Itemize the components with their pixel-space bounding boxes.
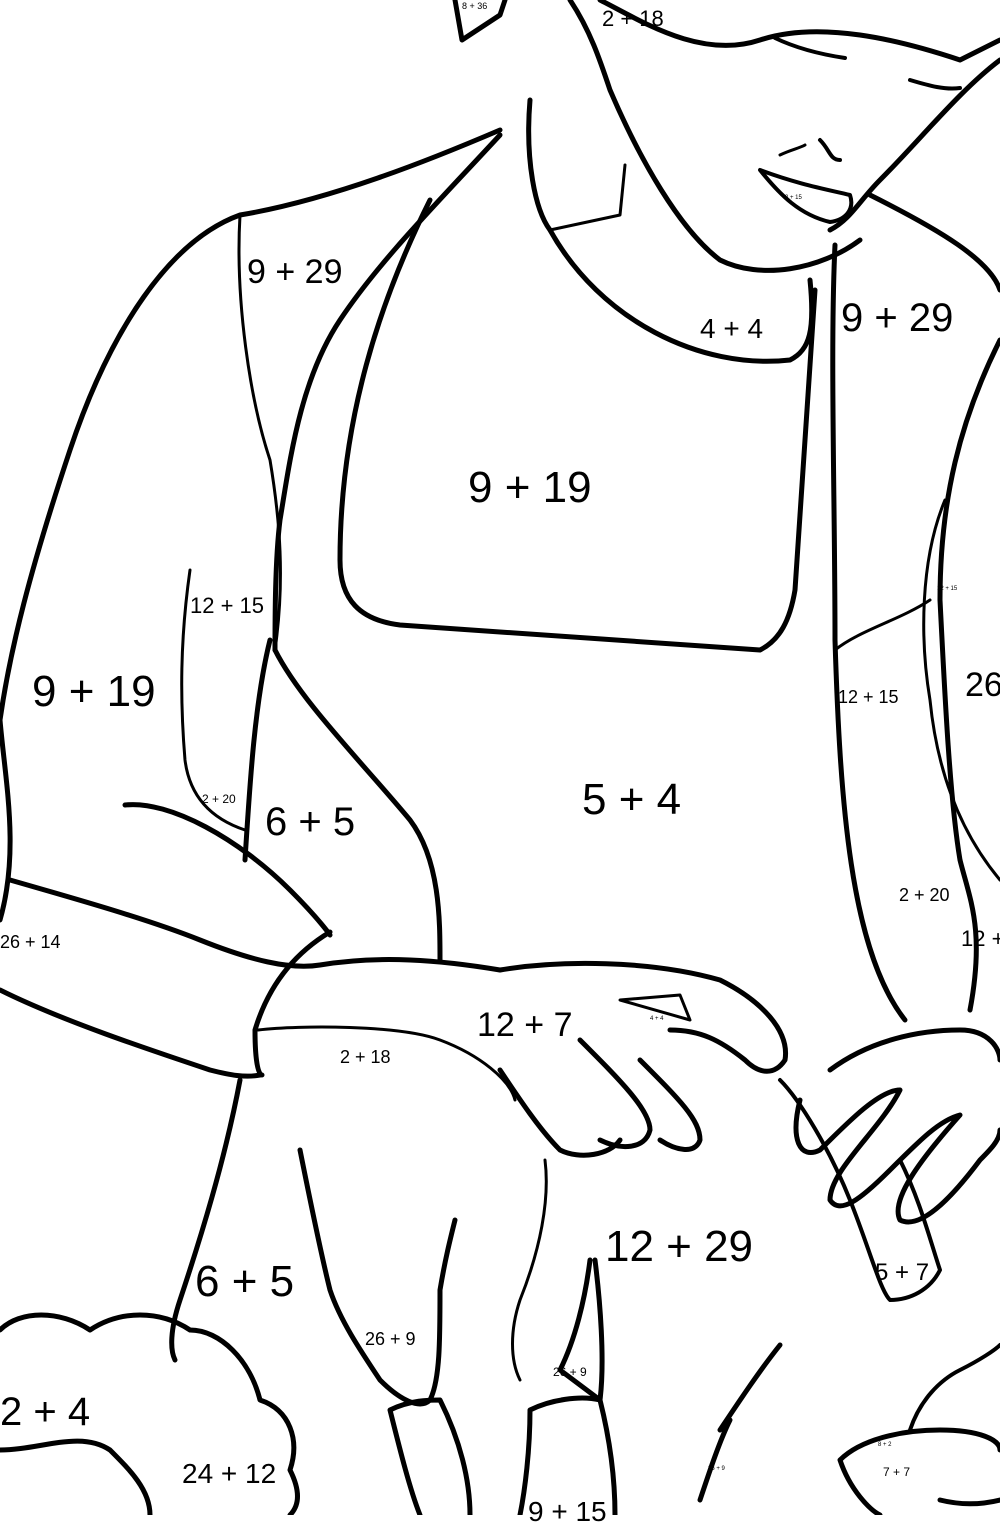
face-right-contour xyxy=(827,57,1000,233)
right-arm xyxy=(937,337,1000,1013)
label-stalk: 26 + 9 xyxy=(708,1466,725,1472)
left-strap-lower xyxy=(242,637,273,863)
right-fingers xyxy=(793,1087,1000,1225)
label-lips: 3 + 15 xyxy=(785,195,802,201)
label-left-upper-arm: 9 + 19 xyxy=(32,667,156,716)
carrot-left xyxy=(387,1397,473,1515)
apron-bottom-left xyxy=(169,1077,243,1363)
nose xyxy=(818,138,842,162)
label-apron-lower: 12 + 29 xyxy=(605,1222,754,1271)
label-ear-side: 2 + 18 xyxy=(602,6,664,31)
label-hand: 12 + 7 xyxy=(477,1006,573,1044)
carrot-leaf-left xyxy=(297,1147,458,1407)
label-fingers: 5 + 7 xyxy=(875,1259,930,1286)
left-forearm-lower xyxy=(0,987,263,1079)
label-carrot-leaf-mid: 26 + 9 xyxy=(553,1365,587,1379)
label-ear-top: 8 + 36 xyxy=(462,1,488,11)
eye-right xyxy=(908,78,962,91)
carrot-held xyxy=(778,1078,942,1302)
label-left-shoulder: 9 + 29 xyxy=(247,253,343,291)
ear-outline xyxy=(452,0,508,43)
label-bowl-small: 8 + 2 xyxy=(878,1442,892,1448)
label-apron-body: 5 + 4 xyxy=(582,775,682,824)
left-arm-band xyxy=(180,568,247,832)
broccoli xyxy=(0,1312,300,1515)
finger-2 xyxy=(637,1057,703,1152)
apron-right-strap xyxy=(830,242,908,1023)
mouth xyxy=(758,168,854,224)
label-carrot-bottom: 9 + 15 xyxy=(528,1496,607,1527)
left-shoulder-seam xyxy=(237,213,282,652)
label-right-arm-band: 12 + 15 xyxy=(838,687,899,707)
bowl-greens xyxy=(908,1343,1000,1432)
label-left-arm-band: 12 + 15 xyxy=(190,593,265,618)
left-shoulder xyxy=(0,127,503,723)
label-right-shoulder: 9 + 29 xyxy=(841,296,954,340)
label-right-edge: 12 + xyxy=(961,926,1000,951)
label-neck: 4 + 4 xyxy=(700,313,764,344)
apron-side xyxy=(272,647,443,963)
apron-bottom-seam xyxy=(511,1158,548,1382)
label-right-arm-small: 12 + 15 xyxy=(937,586,958,592)
carrot-leaf-mid xyxy=(557,1257,605,1403)
label-bowl: 7 + 7 xyxy=(883,1465,911,1479)
right-shoulder xyxy=(867,192,1000,293)
elbow xyxy=(122,802,333,938)
label-carrot-leaf-left: 26 + 9 xyxy=(365,1329,416,1349)
label-left-strap: 2 + 20 xyxy=(202,792,236,806)
label-apron-left-lower: 6 + 5 xyxy=(195,1257,295,1306)
neck-inner xyxy=(548,163,627,232)
label-apron-bib: 9 + 19 xyxy=(468,463,592,512)
left-upper-arm xyxy=(0,717,13,923)
stalk xyxy=(697,1342,783,1503)
nose-line xyxy=(778,143,807,157)
label-cuff: 2 + 18 xyxy=(340,1047,391,1067)
hair-outline xyxy=(567,0,863,273)
neck-outline xyxy=(526,97,815,364)
label-broccoli: 24 + 12 xyxy=(182,1458,277,1489)
eye-left xyxy=(773,36,847,60)
hand xyxy=(497,960,789,1074)
finger-1 xyxy=(577,1037,653,1150)
label-right-lower: 2 + 20 xyxy=(899,885,950,905)
left-strap-outer xyxy=(272,132,503,653)
right-hand xyxy=(827,1027,1000,1073)
apron-bib xyxy=(337,197,818,653)
bowl xyxy=(837,1427,1000,1515)
right-arm-inner xyxy=(922,498,1000,882)
cuff-line xyxy=(256,1025,517,1102)
knuckle xyxy=(497,1067,623,1158)
label-broccoli-edge: 2 + 4 xyxy=(0,1390,91,1434)
label-left-forearm: 26 + 14 xyxy=(0,932,61,952)
knife xyxy=(618,993,692,1022)
right-arm-band xyxy=(833,598,932,652)
left-forearm xyxy=(7,877,503,973)
face-outline xyxy=(597,0,1000,63)
cuff xyxy=(252,929,333,1078)
label-knife-tip: 4 + 4 xyxy=(650,1016,664,1022)
carrot-mid xyxy=(517,1395,618,1515)
label-right-far-arm: 26 xyxy=(965,666,1000,704)
label-left-strap-area: 6 + 5 xyxy=(265,800,356,844)
